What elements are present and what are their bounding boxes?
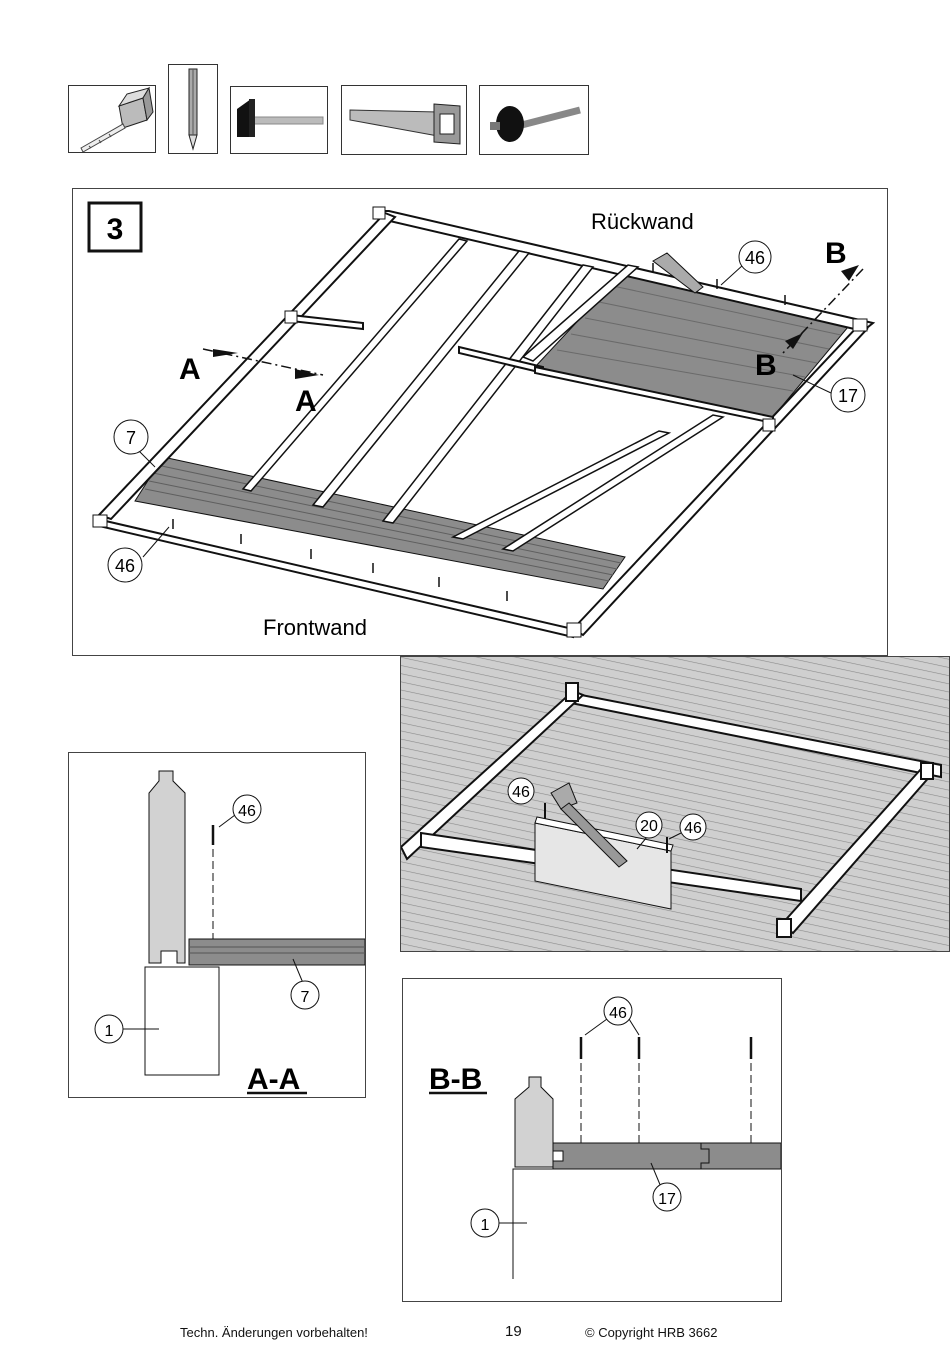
svg-text:46: 46 bbox=[115, 556, 135, 576]
svg-text:7: 7 bbox=[126, 428, 136, 448]
callout-46-left: 46 bbox=[507, 777, 535, 805]
section-line-a: A A bbox=[179, 348, 324, 418]
page-number: 19 bbox=[505, 1323, 522, 1340]
step-number: 3 bbox=[107, 213, 124, 246]
tool-pencil bbox=[168, 64, 218, 154]
section-aa-panel: 46 7 1 A-A bbox=[68, 752, 366, 1098]
callout-17: 17 bbox=[792, 374, 866, 413]
footer-copyright: © Copyright HRB 3662 bbox=[585, 1325, 718, 1340]
section-b-label-top: B bbox=[825, 237, 847, 270]
callout-46-bb: 46 bbox=[584, 996, 640, 1036]
pencil-icon bbox=[188, 68, 198, 151]
section-bb-title: B-B bbox=[429, 1063, 482, 1096]
tape-measure-icon bbox=[80, 86, 154, 153]
svg-text:46: 46 bbox=[512, 784, 530, 801]
callout-7: 7 bbox=[113, 419, 156, 468]
callout-46-top: 46 bbox=[720, 240, 772, 286]
svg-text:46: 46 bbox=[609, 1005, 627, 1022]
step-number-box bbox=[87, 201, 143, 253]
section-b-label-bottom: B bbox=[755, 349, 777, 382]
hammer-icon bbox=[237, 99, 324, 137]
callout-20: 20 bbox=[635, 811, 663, 850]
callout-46-right: 46 bbox=[668, 813, 707, 841]
callout-7-aa: 7 bbox=[290, 958, 320, 1010]
svg-text:46: 46 bbox=[238, 803, 256, 820]
svg-text:20: 20 bbox=[640, 818, 658, 835]
svg-text:17: 17 bbox=[838, 386, 858, 406]
section-aa-drawing: 46 7 1 A-A bbox=[94, 770, 366, 1096]
rubber-mallet-icon bbox=[490, 106, 581, 142]
svg-text:1: 1 bbox=[481, 1217, 490, 1234]
back-wall-label: Rückwand bbox=[591, 209, 694, 234]
front-wall-label: Frontwand bbox=[263, 615, 367, 640]
callout-46-aa: 46 bbox=[218, 794, 262, 828]
step-3-panel: 3 bbox=[72, 188, 888, 656]
section-line-b: B B bbox=[755, 237, 864, 382]
svg-text:7: 7 bbox=[301, 989, 310, 1006]
saw-icon bbox=[349, 103, 461, 145]
tool-saw bbox=[341, 85, 467, 155]
svg-text:46: 46 bbox=[684, 820, 702, 837]
tool-hammer bbox=[230, 86, 328, 154]
floor-frame-drawing: 3 bbox=[87, 201, 876, 640]
callout-1-bb: 1 bbox=[470, 1208, 527, 1238]
tool-mallet bbox=[479, 85, 589, 155]
svg-text:1: 1 bbox=[105, 1023, 114, 1040]
callout-17-bb: 17 bbox=[650, 1162, 682, 1212]
tool-tape-measure bbox=[68, 85, 156, 153]
section-bb-drawing: 46 17 1 B-B bbox=[429, 996, 782, 1279]
callout-46-front: 46 bbox=[107, 526, 170, 583]
svg-text:46: 46 bbox=[745, 248, 765, 268]
section-bb-panel: 46 17 1 B-B bbox=[402, 978, 782, 1302]
section-aa-title: A-A bbox=[247, 1063, 300, 1096]
svg-text:17: 17 bbox=[658, 1191, 676, 1208]
section-a-label-right: A bbox=[295, 385, 317, 418]
footer-disclaimer: Techn. Änderungen vorbehalten! bbox=[180, 1325, 368, 1340]
saw-detail-drawing: 46 20 46 bbox=[399, 657, 949, 951]
section-a-label-left: A bbox=[179, 353, 201, 386]
callout-1-aa: 1 bbox=[94, 1014, 159, 1044]
saw-detail-panel: 46 20 46 bbox=[399, 656, 950, 952]
